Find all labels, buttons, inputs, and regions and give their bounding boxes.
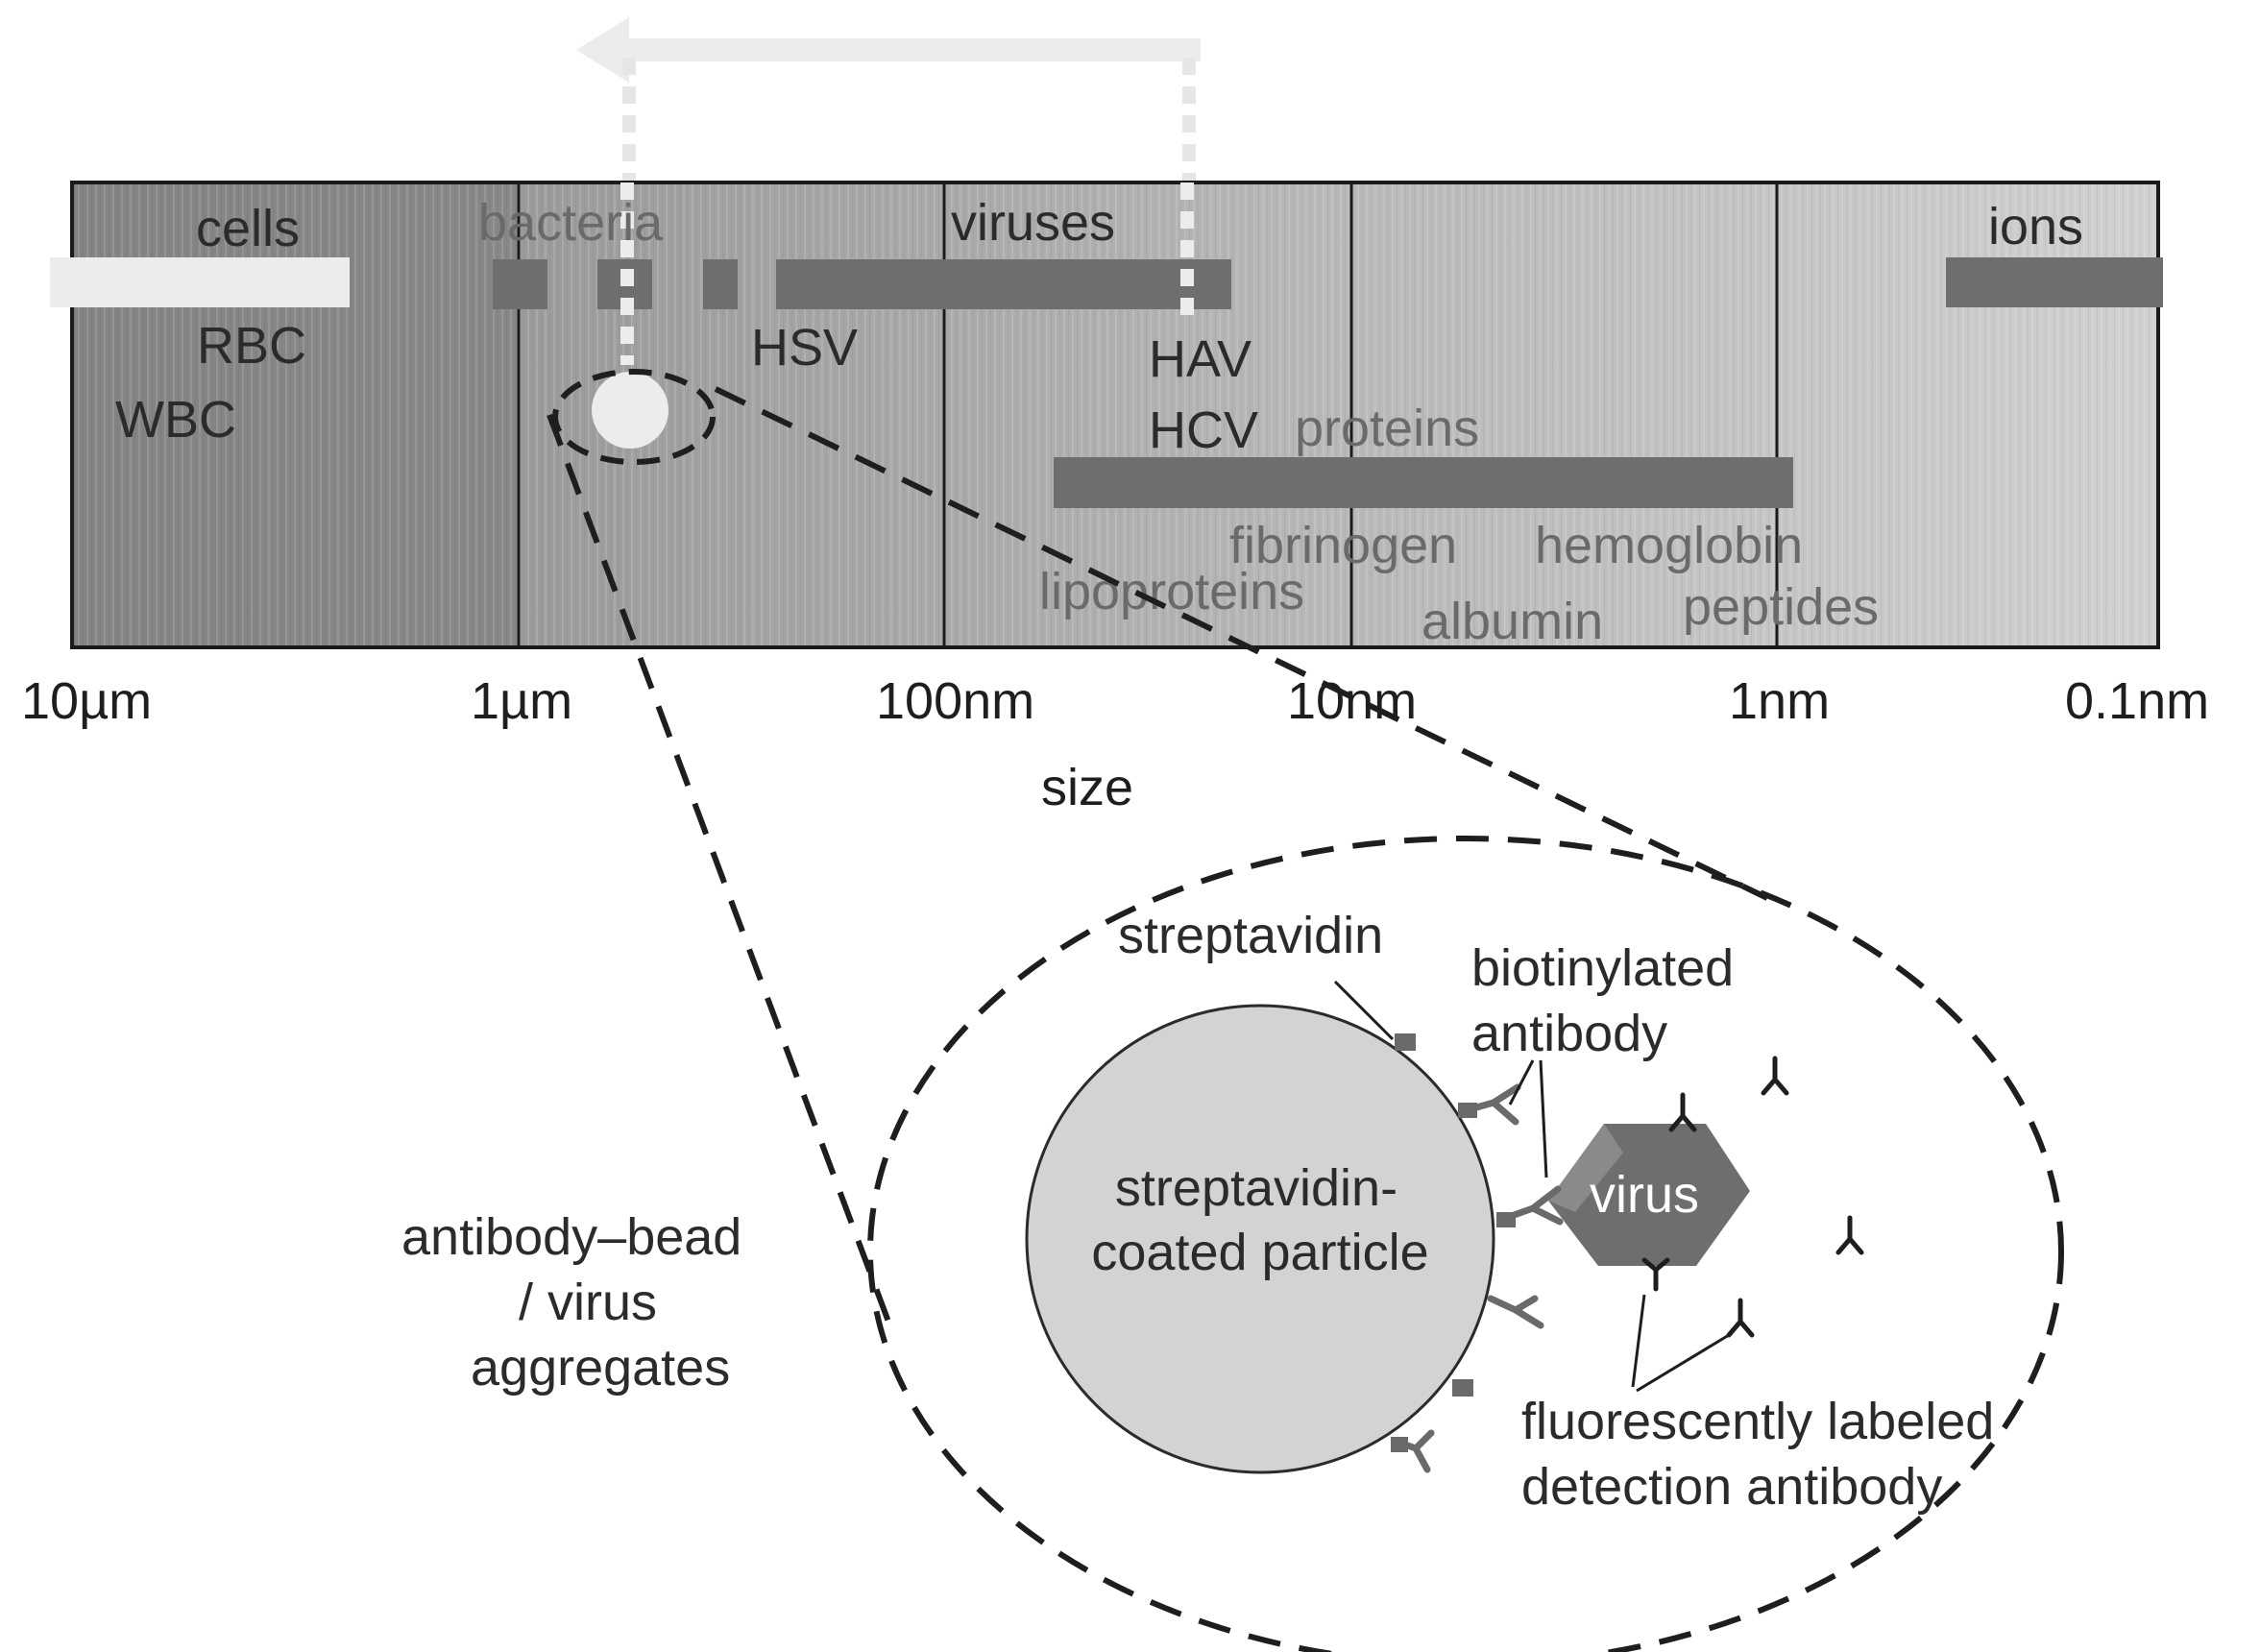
label-hsv: HSV	[751, 319, 858, 377]
tick-10um: 10µm	[21, 672, 152, 730]
label-viruses: viruses	[951, 194, 1115, 252]
detection-antibody-icon	[1641, 1257, 1670, 1292]
detection-antibodies	[1641, 1056, 1864, 1338]
label-biotinylated-line2: antibody	[1471, 1005, 1667, 1062]
detection-antibody-icon	[1761, 1056, 1789, 1096]
label-proteins: proteins	[1295, 400, 1479, 457]
bead-surface-molecules	[1391, 1033, 1564, 1473]
label-cells: cells	[196, 200, 300, 257]
label-aggregates-line3: aggregates	[471, 1339, 730, 1397]
virus-label: virus	[1590, 1166, 1699, 1224]
ions-bar	[1946, 257, 2163, 307]
biotinylated-antibody-icon	[1487, 1295, 1544, 1329]
label-streptavidin: streptavidin	[1118, 907, 1383, 964]
label-hemoglobin: hemoglobin	[1535, 517, 1803, 574]
streptavidin-molecule-icon	[1395, 1033, 1416, 1051]
leader-lines	[1333, 980, 1730, 1393]
biotinylated-antibody-icon	[1391, 1429, 1435, 1473]
virus-particle: virus	[1548, 1124, 1750, 1266]
biotinylated-antibody-icon	[1458, 1083, 1521, 1126]
bead-circle	[592, 372, 668, 449]
viruses-bar	[776, 259, 1231, 309]
size-band	[70, 181, 2160, 649]
label-rbc: RBC	[197, 317, 306, 375]
detection-antibody-icon	[1726, 1298, 1755, 1338]
label-peptides: peptides	[1683, 578, 1879, 636]
detail-ellipse	[867, 836, 2064, 1652]
proteins-bar	[1054, 457, 1793, 508]
label-bacteria: bacteria	[478, 194, 664, 252]
tick-1um: 1µm	[471, 672, 572, 730]
detail-labels: streptavidin biotinylated antibody antib…	[401, 907, 1994, 1516]
tick-1nm: 1nm	[1729, 672, 1830, 730]
bead-marker	[552, 182, 1194, 465]
label-hcv: HCV	[1149, 401, 1258, 459]
detection-antibody-icon	[1835, 1215, 1864, 1255]
particle-label-line1: streptavidin-	[1115, 1159, 1397, 1217]
scale-ticks: 10µm 1µm 100nm 10nm 1nm 0.1nm size	[21, 672, 2209, 816]
tick-100nm: 100nm	[876, 672, 1034, 730]
biotinylated-antibody-icon	[1496, 1185, 1564, 1227]
band-labels: cells RBC WBC bacteria HSV viruses HAV H…	[115, 194, 2083, 650]
axis-label-size: size	[1041, 759, 1133, 816]
label-fluor-line2: detection antibody	[1521, 1458, 1942, 1516]
label-wbc: WBC	[115, 391, 236, 449]
particle-label-line2: coated particle	[1091, 1224, 1428, 1281]
label-lipoproteins: lipoproteins	[1039, 563, 1304, 620]
zoom-lines	[547, 386, 1769, 1324]
cells-bar	[50, 257, 350, 307]
magnify-arrow	[576, 17, 1201, 182]
label-ions: ions	[1988, 198, 2083, 255]
detection-antibody-icon	[1668, 1092, 1697, 1132]
label-aggregates-line1: antibody–bead	[401, 1208, 741, 1266]
streptavidin-molecule-icon	[1452, 1379, 1473, 1397]
label-biotinylated-line1: biotinylated	[1471, 939, 1734, 997]
label-fibrinogen: fibrinogen	[1229, 517, 1457, 574]
streptavidin-coated-particle	[1025, 1004, 1495, 1474]
bead-highlight-ellipse	[552, 369, 716, 465]
label-hav: HAV	[1149, 330, 1252, 388]
label-aggregates-line2: / virus	[519, 1274, 657, 1331]
label-albumin: albumin	[1422, 593, 1603, 650]
tick-0-1nm: 0.1nm	[2065, 672, 2209, 730]
bacteria-bar-1	[493, 259, 547, 309]
bacteria-bar-3	[703, 259, 738, 309]
label-fluor-line1: fluorescently labeled	[1521, 1393, 1994, 1450]
